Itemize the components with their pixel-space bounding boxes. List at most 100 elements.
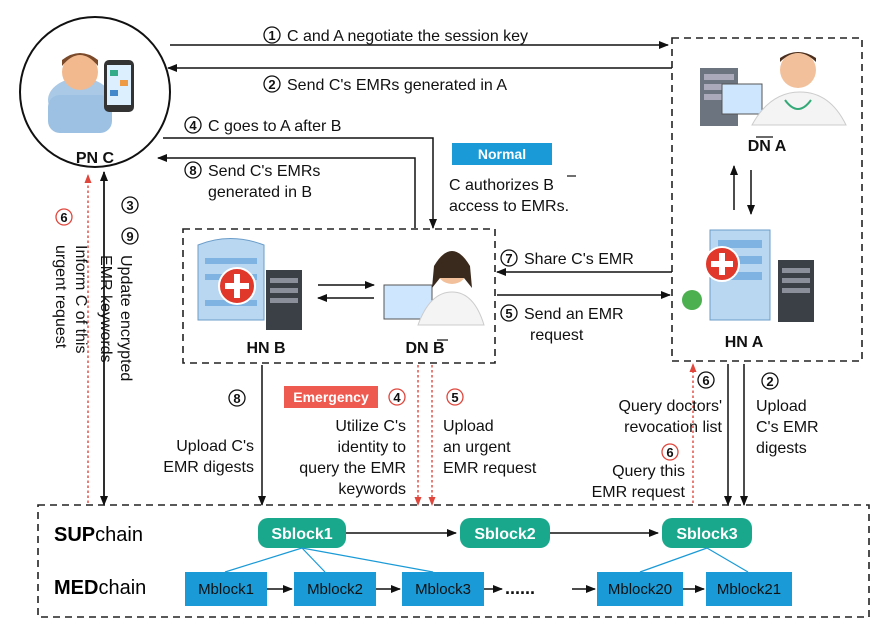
step2-label: 2 Send C's EMRs generated in A [263,75,507,94]
svg-text:6: 6 [702,373,709,388]
svg-text:Mblock20: Mblock20 [608,581,672,598]
step7-label: 7 Share C's EMR [500,249,634,268]
authorize-text-1: C authorizes B [449,177,554,194]
server-icon [266,270,302,330]
dn-a-label: DN A [748,138,787,155]
hospital-b-group [182,228,496,364]
red5-label: 5 [446,388,464,406]
query-this-text-2: EMR request [592,484,686,501]
svg-text:Emergency: Emergency [293,389,369,405]
server-icon [700,68,763,126]
svg-text:5: 5 [505,306,512,321]
update-text-1: Update encrypted [117,255,134,381]
step6-label: 6 [697,371,715,389]
svg-text:8: 8 [233,391,240,406]
blockchain-group [37,504,870,618]
mblock-ellipsis: ...... [505,578,535,598]
query-doctors-text-1: Query doctors' [618,398,722,415]
update-text-2: EMR keywords [97,255,114,363]
normal-badge: Normal [452,143,552,165]
hn-b-label: HN B [246,340,285,357]
hospital-a-group [671,37,863,362]
step5-text-2: request [530,327,584,344]
mblock-1: Mblock1 [185,572,267,606]
step1-text: C and A negotiate the session key [287,28,528,45]
svg-text:1: 1 [268,28,275,43]
red4-label: 4 [388,388,406,406]
red6-right-label: 6 [661,443,679,461]
query-doctors-text-2: revocation list [624,419,722,436]
inform-text-2: urgent request [52,245,69,349]
authorize-text-2: access to EMRs. [449,198,569,215]
svg-text:7: 7 [505,251,512,266]
dn-a-node: DN A [700,52,847,155]
step1-label: 1 C and A negotiate the session key [263,26,528,45]
hospital-icon [197,238,265,321]
svg-text:Mblock2: Mblock2 [307,581,363,598]
inform-label: Inform C of this urgent request [52,245,89,353]
svg-text:Sblock1: Sblock1 [271,526,332,543]
upload-right-text-2: C's EMR [756,419,819,436]
step8b-label: 8 [228,389,246,407]
update-keywords-label: Update encrypted EMR keywords [97,255,134,381]
mblock-21: Mblock21 [706,572,792,606]
mblock-20: Mblock20 [597,572,683,606]
urgent-text-1: Upload [443,418,494,435]
svg-text:8: 8 [189,163,196,178]
hospital-icon [682,229,771,321]
inform-text-1: Inform C of this [72,245,89,353]
svg-text:Sblock2: Sblock2 [474,526,535,543]
medchain-label: MEDchain [54,577,146,599]
sblock-1: Sblock1 [258,518,346,548]
mblock-2: Mblock2 [294,572,376,606]
svg-text:4: 4 [189,118,197,133]
upload-left-text-2: EMR digests [163,459,254,476]
step3-label: 3 [121,196,139,214]
server-icon [778,260,814,322]
sblock-2: Sblock2 [460,518,550,548]
pn-c-node: PN C [19,16,171,168]
utilize-text-1: Utilize C's [335,418,406,435]
utilize-text-2: identity to [338,439,407,456]
doctor-icon [751,52,847,126]
svg-text:6: 6 [60,210,67,225]
pn-c-label: PN C [76,150,115,167]
doctor-icon [383,251,485,326]
step7-text: Share C's EMR [524,251,634,268]
svg-text:Normal: Normal [478,146,526,162]
step2-text: Send C's EMRs generated in A [287,77,507,94]
upload-right-text-3: digests [756,440,807,457]
svg-text:3: 3 [126,198,133,213]
dn-b-label: DN B [405,340,444,357]
arrow-step8 [157,154,416,228]
sblock-mblock-links [224,547,749,573]
arrow-step4 [163,137,437,229]
patient-with-phone-icon [48,53,134,133]
supchain-label: SUPchain [54,524,143,546]
step8-label: 8 Send C's EMRs generated in B [184,161,320,201]
svg-text:Sblock3: Sblock3 [676,526,737,543]
svg-text:2: 2 [766,374,773,389]
urgent-text-3: EMR request [443,460,537,477]
hn-b-node: HN B [197,238,302,357]
emergency-badge: Emergency [284,386,378,408]
step4-text: C goes to A after B [208,118,341,135]
step9-label: 9 [121,227,139,245]
upload-right-text-1: Upload [756,398,807,415]
svg-text:6: 6 [666,445,673,460]
query-this-text-1: Query this [612,463,685,480]
utilize-text-4: keywords [338,481,406,498]
hn-a-node: HN A [682,229,814,351]
step8-text-2: generated in B [208,184,312,201]
step4-label: 4 C goes to A after B [184,116,341,135]
step5-label: 5 Send an EMR request [500,304,624,344]
upload-left-text-1: Upload C's [176,438,254,455]
sblock-3: Sblock3 [662,518,752,548]
svg-text:9: 9 [126,229,133,244]
dn-b-node: DN B [383,251,485,357]
hn-a-label: HN A [725,334,764,351]
svg-text:2: 2 [268,77,275,92]
urgent-text-2: an urgent [443,439,511,456]
utilize-text-3: query the EMR [299,460,406,477]
